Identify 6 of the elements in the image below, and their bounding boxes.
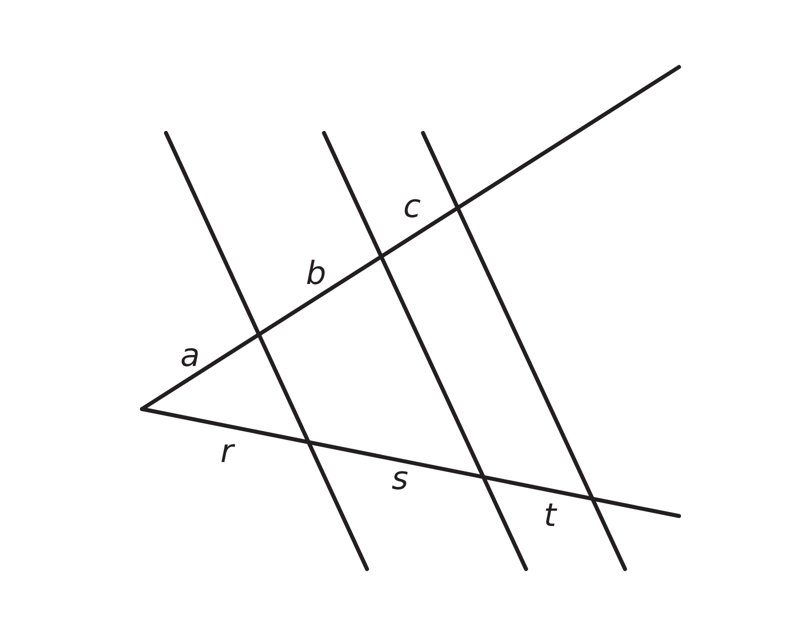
segment-label: s: [392, 462, 408, 494]
segment-label: r: [220, 435, 234, 467]
segment-label: c: [403, 190, 421, 222]
segment-label: t: [544, 499, 556, 531]
segment-label: a: [180, 339, 200, 371]
segment-label: b: [306, 257, 326, 289]
